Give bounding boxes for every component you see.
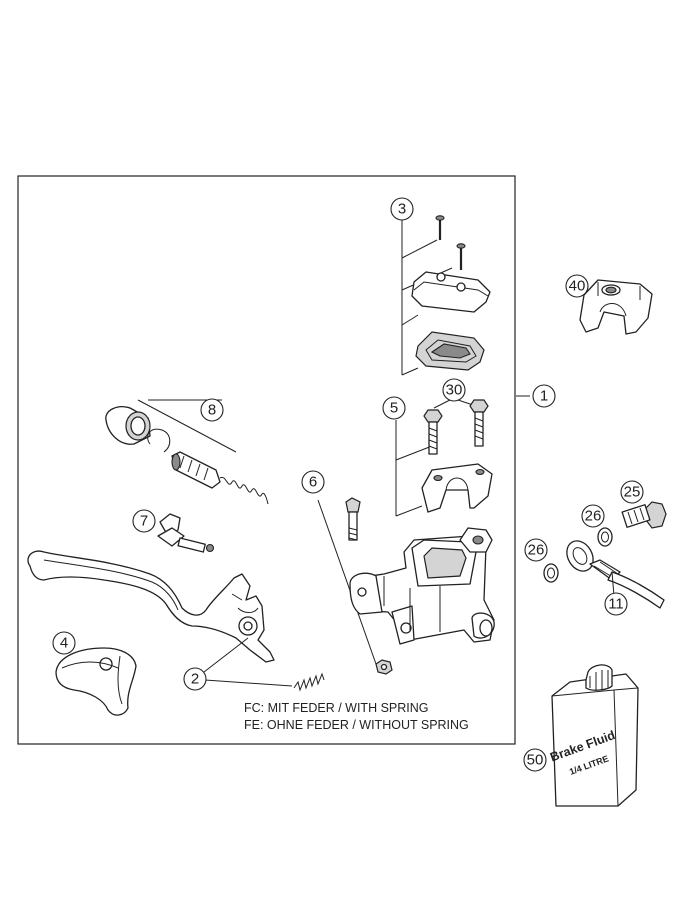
handlebar-clamp <box>579 279 653 335</box>
master-cylinder-body <box>349 527 495 645</box>
piston-assembly <box>105 399 269 505</box>
callout-25: 25 <box>620 480 644 504</box>
sealing-washer-2 <box>543 563 559 583</box>
svg-text:8: 8 <box>208 402 216 419</box>
assembly-frame <box>17 175 516 745</box>
svg-text:6: 6 <box>309 474 317 491</box>
svg-text:1: 1 <box>540 388 548 405</box>
banjo-bolt <box>621 501 667 529</box>
adjuster-screw <box>157 513 215 553</box>
callout-7: 7 <box>132 509 156 533</box>
callout-6: 6 <box>301 470 325 494</box>
svg-text:4: 4 <box>60 635 68 652</box>
lever-guard <box>55 647 137 716</box>
brake-lever <box>27 550 275 663</box>
svg-text:2: 2 <box>191 671 199 688</box>
callout-11: 11 <box>604 592 628 616</box>
callout-4: 4 <box>52 631 76 655</box>
clamp-bolt-1 <box>423 409 443 455</box>
callout-50: 50 <box>523 748 547 772</box>
svg-text:26: 26 <box>585 508 602 525</box>
callout-8: 8 <box>200 398 224 422</box>
cover-screw-2 <box>456 243 466 270</box>
callout-5: 5 <box>382 396 406 420</box>
callout-26a: 26 <box>581 504 605 528</box>
svg-text:3: 3 <box>398 201 406 218</box>
callout-30: 30 <box>442 378 466 402</box>
circlip <box>147 428 171 453</box>
piston-spring <box>219 476 269 505</box>
svg-text:40: 40 <box>569 278 586 295</box>
boot-cap <box>105 406 151 445</box>
svg-text:30: 30 <box>446 382 463 399</box>
callout-1: 1 <box>532 384 556 408</box>
reservoir-cover <box>411 271 491 313</box>
lever-clamp <box>421 463 493 513</box>
clamp-bolts-group <box>395 399 493 517</box>
sealing-washer-1 <box>597 527 613 547</box>
svg-text:7: 7 <box>140 513 148 530</box>
svg-text:50: 50 <box>527 752 544 769</box>
callout-2: 2 <box>183 667 207 691</box>
lever-spring <box>203 637 325 692</box>
reservoir-diaphragm <box>415 331 485 371</box>
note-without-spring: FE: OHNE FEDER / WITHOUT SPRING <box>244 718 469 732</box>
cover-screw-1 <box>435 215 445 240</box>
callout-40: 40 <box>565 274 589 298</box>
pivot-bolt <box>345 497 361 541</box>
svg-text:5: 5 <box>390 400 398 417</box>
brake-fluid-bottle: Brake Fluid 1/4 LITRE <box>548 664 639 807</box>
reservoir-cover-group <box>401 215 491 376</box>
note-with-spring: FC: MIT FEDER / WITH SPRING <box>244 701 429 715</box>
svg-text:11: 11 <box>608 596 624 613</box>
svg-text:25: 25 <box>624 484 641 501</box>
piston <box>171 451 221 489</box>
callout-3: 3 <box>390 197 414 221</box>
svg-text:26: 26 <box>528 542 545 559</box>
pivot-bolt-group <box>317 497 393 675</box>
pivot-nut <box>375 659 393 675</box>
clamp-bolt-2 <box>469 399 489 447</box>
callout-26b: 26 <box>524 538 548 562</box>
